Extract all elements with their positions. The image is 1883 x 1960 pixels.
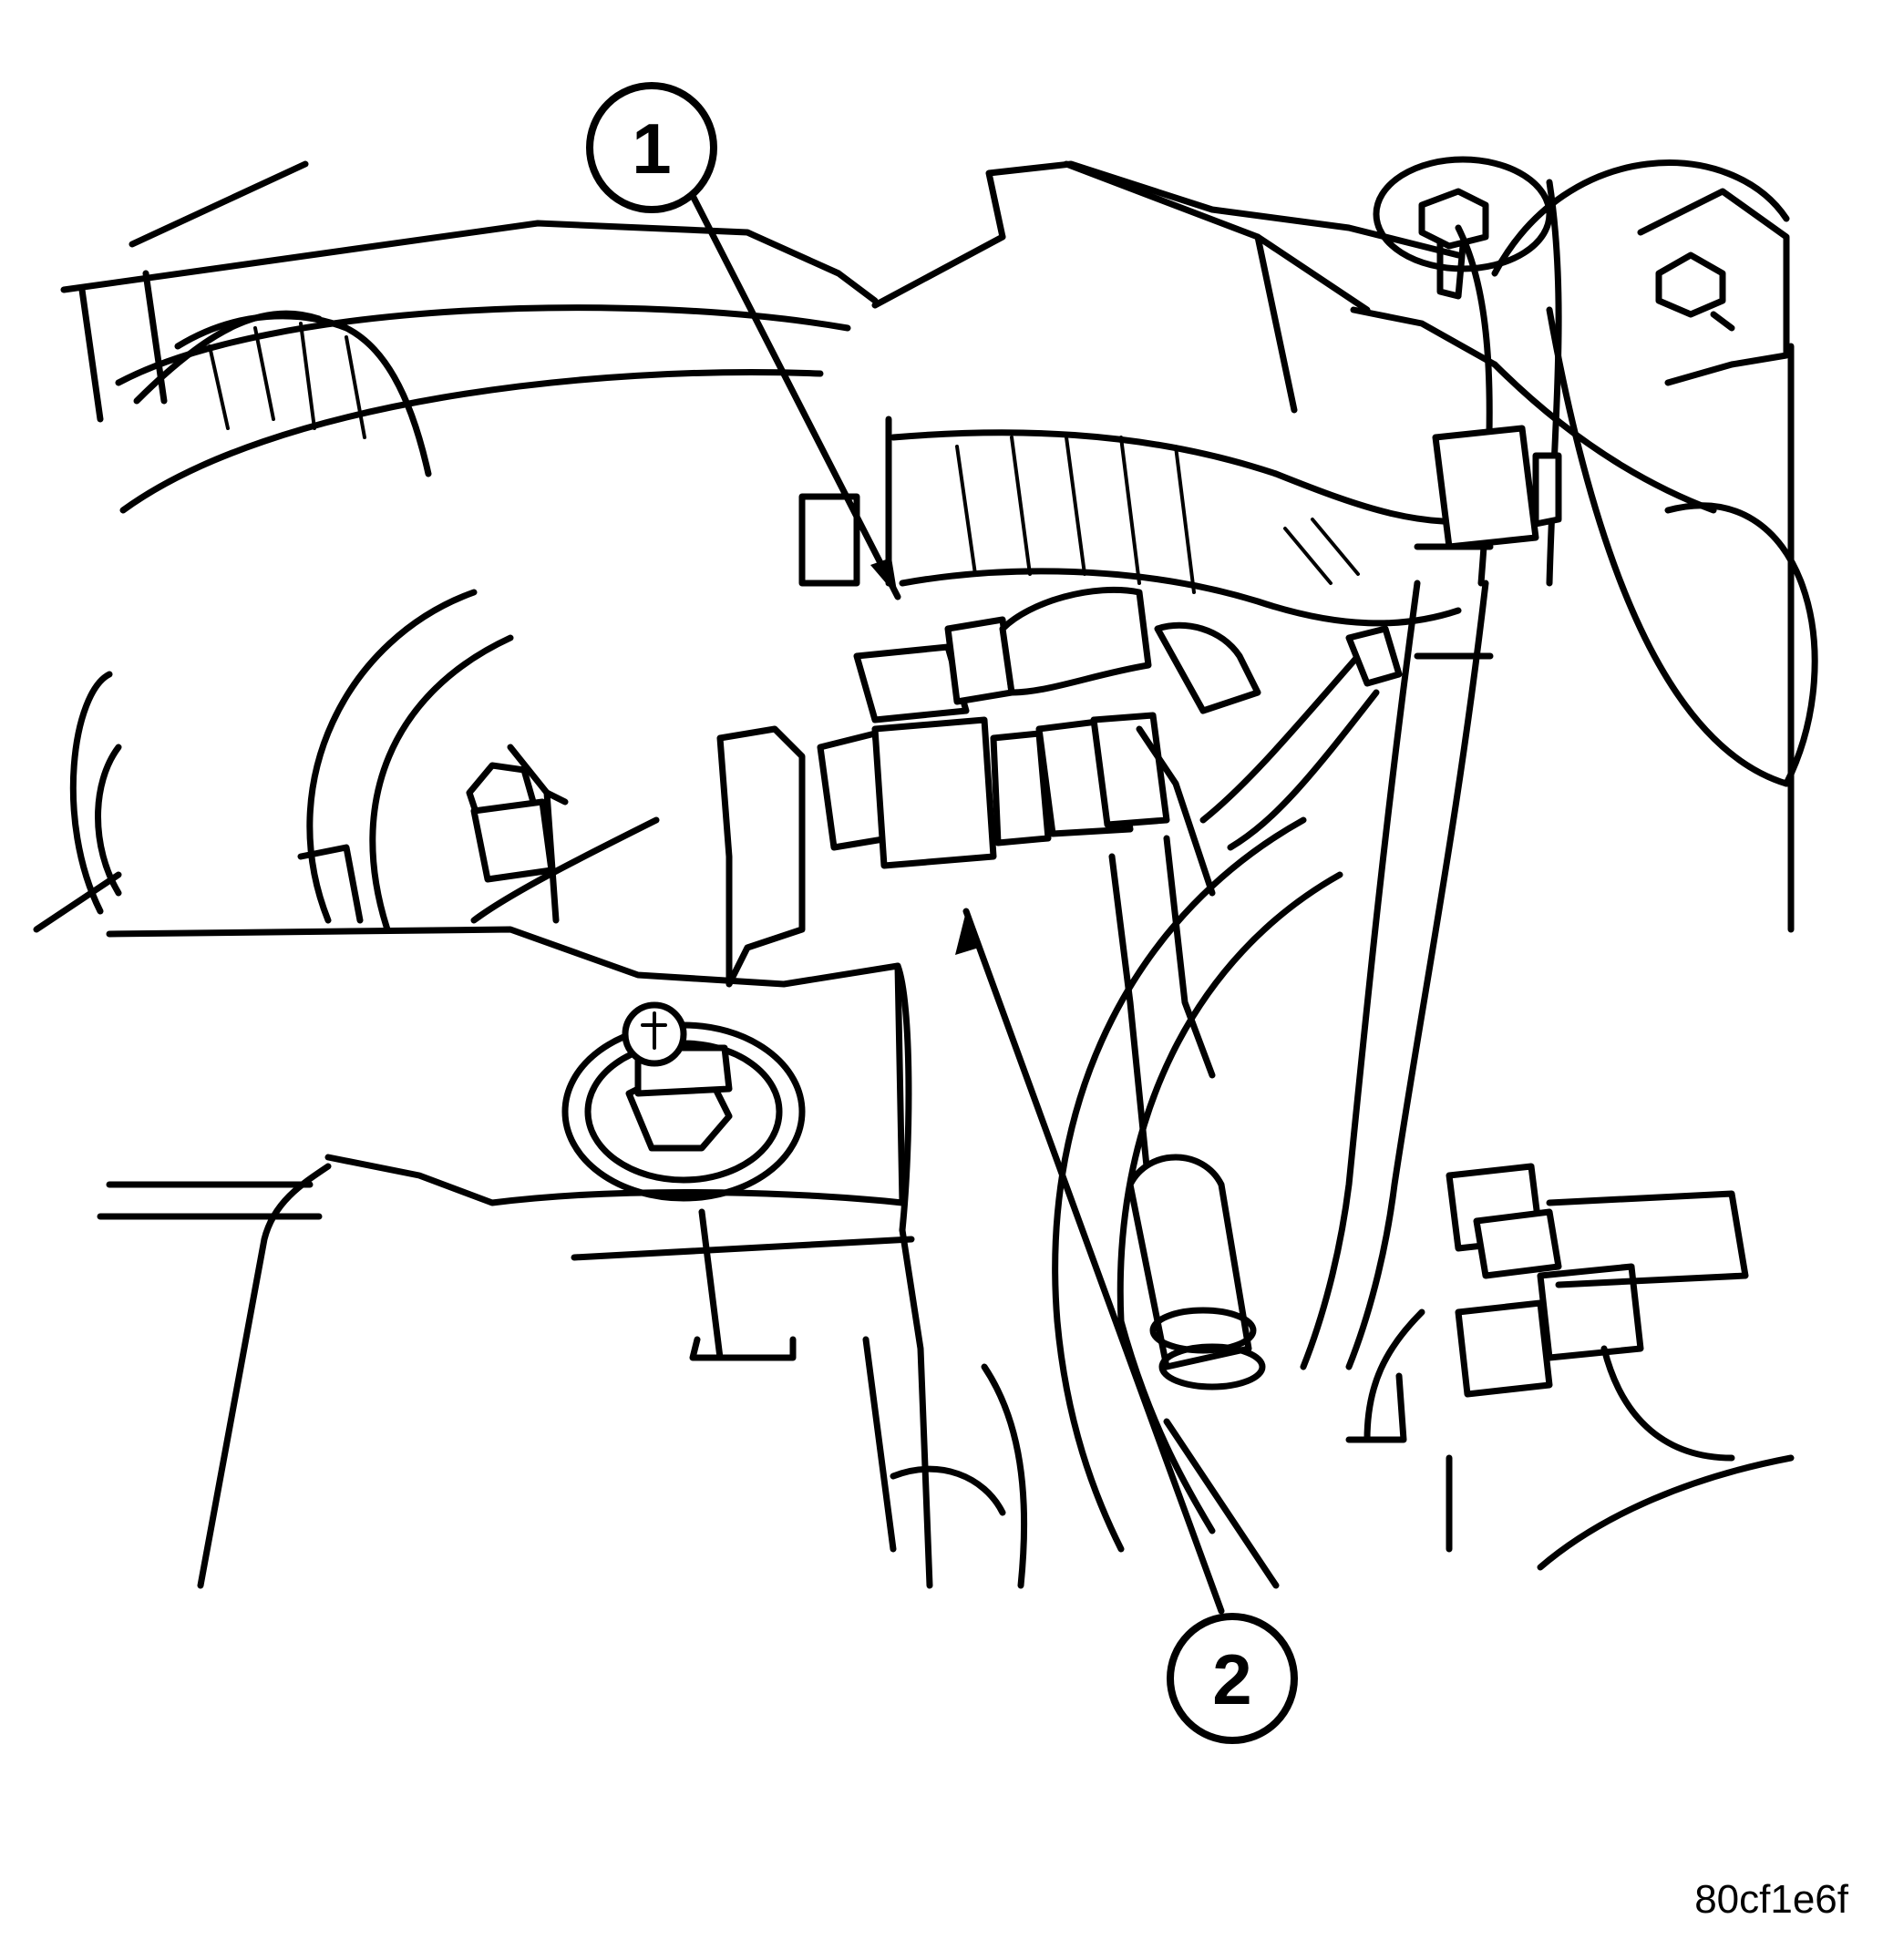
background-structure bbox=[33, 159, 1818, 933]
lower-right-components bbox=[890, 1154, 1795, 1589]
figure-code: 80cf1e6f bbox=[1694, 1877, 1848, 1922]
callout-2-arrowhead bbox=[955, 911, 979, 955]
upper-bolts bbox=[1373, 156, 1790, 386]
callout-1-label: 1 bbox=[632, 108, 671, 189]
callout-1: 1 bbox=[586, 82, 717, 213]
wiring-harness bbox=[133, 310, 1498, 627]
right-hose-pipes bbox=[1052, 179, 1562, 1589]
callout-2-label: 2 bbox=[1212, 1639, 1251, 1719]
callout-1-arrowhead bbox=[870, 558, 898, 597]
callout-leaders bbox=[684, 183, 1225, 1615]
mounting-bracket bbox=[97, 926, 933, 1589]
callout-2: 2 bbox=[1167, 1613, 1298, 1744]
sensor-assembly bbox=[297, 586, 1261, 1188]
